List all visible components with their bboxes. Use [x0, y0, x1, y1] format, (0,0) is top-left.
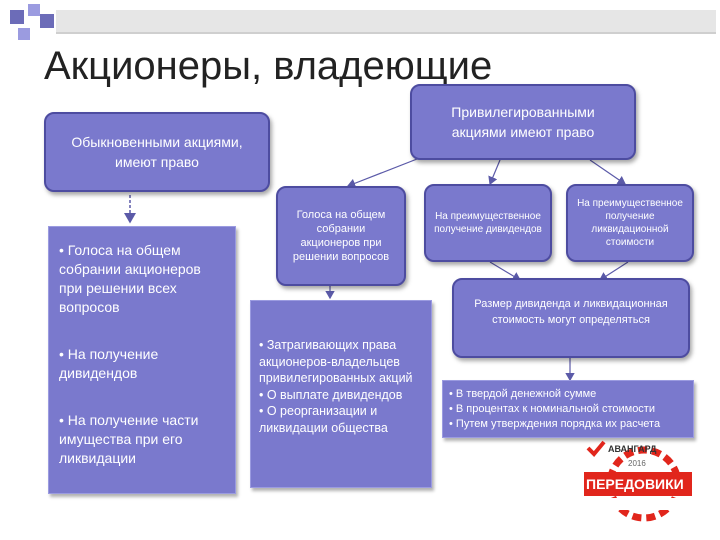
arrow-preferred-to-liquidation — [589, 159, 626, 185]
header-bar — [56, 10, 716, 32]
amount-method-fixed: • В твердой денежной сумме — [449, 388, 597, 400]
arrow-liquidation-to-amount — [598, 261, 629, 281]
arrow-dividend-to-amount — [489, 261, 522, 281]
preferred-shares-box: Привилегированными акциями имеют право — [410, 84, 636, 160]
preferred-vote-list: • Затрагивающих права акционеров-владель… — [250, 300, 432, 488]
header-rule — [56, 32, 716, 34]
preferred-vote-item-reorganization: • О реорганизации и ликвидации общества — [259, 404, 388, 435]
ordinary-rights-list: • Голоса на общем собрании акционеров пр… — [48, 226, 236, 494]
amount-determination-label: Размер дивиденда и ликвидационная стоимо… — [474, 298, 668, 326]
slide-title: Акционеры, владеющие — [44, 44, 493, 88]
arrow-preferred-to-dividend — [488, 159, 501, 186]
corner-square-4 — [18, 28, 30, 40]
preferred-vote-label: Голоса на общем собрании акционеров при … — [292, 209, 390, 263]
amount-method-calculation: • Путем утверждения порядка их расчета — [449, 418, 661, 430]
avangard-peredoviki-logo: АВАНГАРД 2016 ПЕРЕДОВИКИ — [578, 440, 698, 526]
ordinary-shares-label: Обыкновенными акциями, имеют право — [71, 134, 243, 170]
amount-determination-box: Размер дивиденда и ликвидационная стоимо… — [452, 278, 690, 358]
corner-square-1 — [10, 10, 24, 24]
liquidation-priority-label: На преимущественное получение ликвидацио… — [577, 198, 683, 248]
ordinary-right-liquidation: • На получение части имущества при его л… — [59, 412, 199, 466]
preferred-shares-label: Привилегированными акциями имеют право — [451, 104, 595, 140]
preferred-vote-item-rights: • Затрагивающих права акционеров-владель… — [259, 338, 413, 385]
preferred-vote-item-dividends: • О выплате дивидендов — [259, 387, 403, 402]
ordinary-right-vote: • Голоса на общем собрании акционеров пр… — [59, 242, 201, 315]
amount-method-percent: • В процентах к номинальной стоимости — [449, 403, 655, 415]
logo-brand-main: ПЕРЕДОВИКИ — [586, 476, 684, 492]
ordinary-right-dividends: • На получение дивидендов — [59, 346, 159, 381]
amount-methods-list: • В твердой денежной сумме • В процентах… — [442, 380, 694, 438]
liquidation-priority-box: На преимущественное получение ликвидацио… — [566, 184, 694, 262]
logo-year: 2016 — [628, 459, 646, 468]
preferred-vote-box: Голоса на общем собрании акционеров при … — [276, 186, 406, 286]
dividend-priority-box: На преимущественное получение дивидендов — [424, 184, 552, 262]
logo-brand-top: АВАНГАРД — [608, 444, 657, 454]
dividend-priority-label: На преимущественное получение дивидендов — [434, 211, 542, 235]
ordinary-shares-box: Обыкновенными акциями, имеют право — [44, 112, 270, 192]
corner-square-3 — [40, 14, 54, 28]
corner-square-2 — [28, 4, 40, 16]
gear-logo-icon — [584, 440, 692, 522]
